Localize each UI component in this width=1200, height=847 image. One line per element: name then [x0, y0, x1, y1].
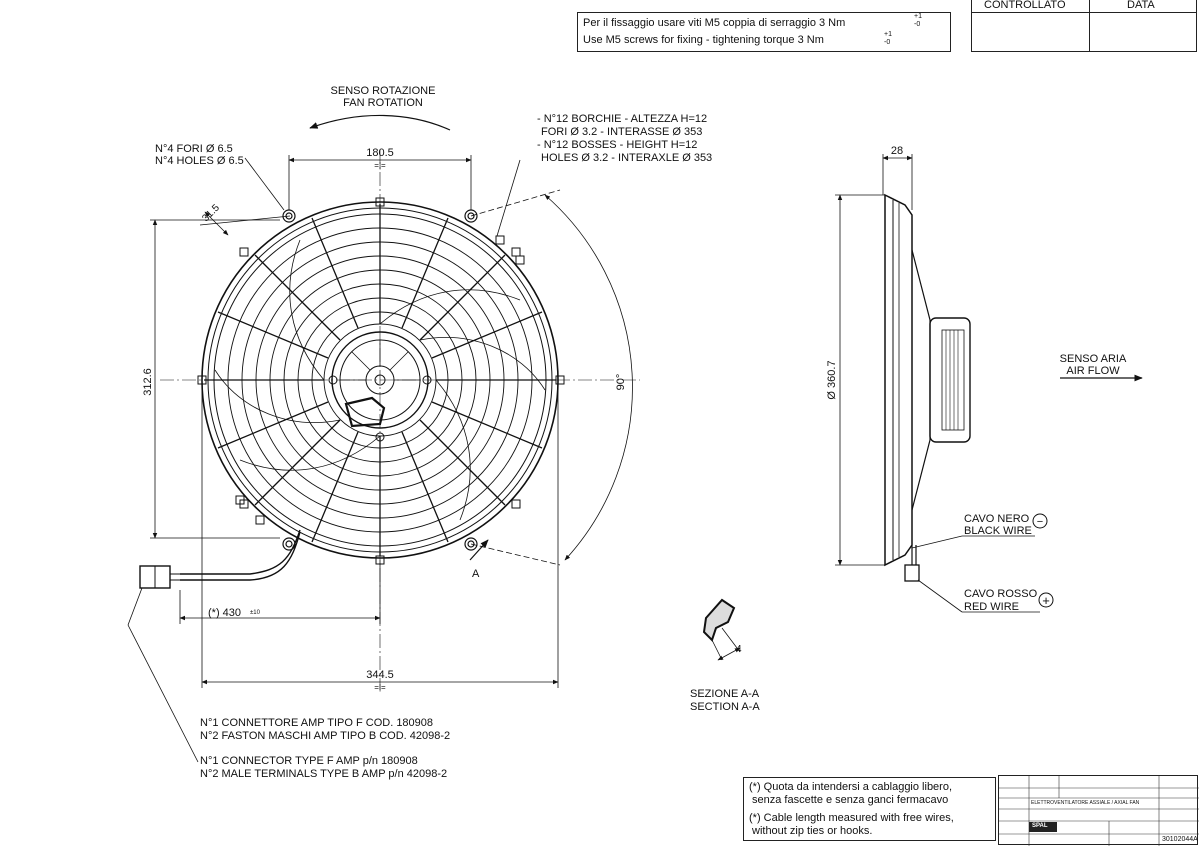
fan-side-view	[835, 154, 1143, 613]
cable-note-en-1: (*) Cable length measured with free wire…	[749, 812, 954, 824]
black-wire-label-it: CAVO NERO	[964, 513, 1030, 525]
fixing-note-it: Per il fissaggio usare viti M5 coppia di…	[583, 17, 846, 29]
fixing-note-en: Use M5 screws for fixing - tightening to…	[583, 34, 824, 46]
connector-note-it-2: N°2 FASTON MASCHI AMP TIPO B COD. 42098-…	[200, 730, 450, 742]
brand-logo: SPAL	[1032, 823, 1048, 829]
section-label-it: SEZIONE A-A	[690, 688, 760, 700]
rotation-arrow	[309, 114, 451, 131]
section-marker: A	[472, 568, 480, 580]
motor-connector-housing	[344, 396, 386, 428]
section-label-en: SECTION A-A	[690, 701, 760, 713]
tol-lower-1: -0	[914, 21, 921, 28]
connector-note-it-1: N°1 CONNETTORE AMP TIPO F COD. 180908	[200, 717, 433, 729]
holes-label-en: N°4 HOLES Ø 6.5	[155, 155, 244, 167]
fan-blades	[214, 239, 546, 521]
dim-depth: 28	[891, 145, 903, 157]
black-wire-label-en: BLACK WIRE	[964, 525, 1032, 537]
front-dimensions	[127, 150, 640, 763]
dim-cable: (*) 430	[208, 607, 241, 619]
plus-icon: +	[1042, 593, 1050, 608]
approval-col-data: DATA	[1127, 0, 1155, 11]
dim-top-sym: =|=	[374, 161, 386, 170]
dim-diameter: Ø 360.7	[826, 360, 838, 399]
connector-note-en-2: N°2 MALE TERMINALS TYPE B AMP p/n 42098-…	[200, 768, 447, 780]
side-view-labels: 28 Ø 360.7 SENSO ARIA AIR FLOW CAVO NERO…	[826, 145, 1127, 613]
title-block: ELETTROVENTILATORE ASSIALE / AXIAL FAN S…	[998, 775, 1199, 846]
connector-note-en-1: N°1 CONNECTOR TYPE F AMP p/n 180908	[200, 755, 418, 767]
dim-top: 180.5	[366, 147, 394, 159]
bosses	[197, 197, 565, 565]
fixing-note-box: Per il fissaggio usare viti M5 coppia di…	[577, 12, 951, 52]
cable-note-it-2: senza fascette e senza ganci fermacavo	[752, 794, 949, 806]
cable	[180, 529, 301, 575]
tol-upper-2: +1	[884, 31, 892, 38]
cable-note-box: (*) Quota da intendersi a cablaggio libe…	[743, 777, 996, 841]
dim-hole-offset: 31.5	[200, 202, 222, 224]
approval-table: CONTROLLATO DATA	[971, 0, 1197, 52]
bosses-label-en-2: HOLES Ø 3.2 - INTERAXLE Ø 353	[541, 152, 712, 164]
bosses-label-en-1: - N°12 BOSSES - HEIGHT H=12	[537, 139, 697, 151]
dim-height: 312.6	[142, 368, 154, 396]
minus-icon: −	[1037, 516, 1043, 528]
red-wire-label-it: CAVO ROSSO	[964, 588, 1038, 600]
title-description: ELETTROVENTILATORE ASSIALE / AXIAL FAN	[1031, 800, 1140, 806]
section-a-a	[702, 598, 741, 661]
motor-side	[929, 317, 971, 443]
tol-lower-2: -0	[884, 39, 891, 46]
red-wire-label-en: RED WIRE	[964, 601, 1019, 613]
fan-front-view	[139, 197, 565, 589]
air-flow-label-it: SENSO ARIA	[1060, 353, 1127, 365]
dim-angle: 90°	[615, 374, 627, 391]
rotation-label-it: SENSO ROTAZIONE	[331, 85, 436, 97]
dim-cable-tol: ±10	[250, 610, 261, 616]
holes-label-it: N°4 FORI Ø 6.5	[155, 143, 233, 155]
connector-notes: N°1 CONNETTORE AMP TIPO F COD. 180908 N°…	[200, 717, 450, 780]
wire-terminal	[904, 564, 920, 582]
section-dim: 4	[736, 644, 742, 655]
section-labels: 4 SEZIONE A-A SECTION A-A	[690, 644, 760, 713]
bosses-label-it-2: FORI Ø 3.2 - INTERASSE Ø 353	[541, 126, 702, 138]
approval-col-controllato: CONTROLLATO	[984, 0, 1066, 11]
tol-upper-1: +1	[914, 13, 922, 20]
dim-width: 344.5	[366, 669, 394, 681]
drawing-number: 30102044A	[1162, 836, 1198, 843]
front-view-labels: SENSO ROTAZIONE FAN ROTATION N°4 FORI Ø …	[142, 85, 712, 692]
cable-note-it-1: (*) Quota da intendersi a cablaggio libe…	[749, 781, 953, 793]
rotation-label-en: FAN ROTATION	[343, 97, 423, 109]
air-flow-label-en: AIR FLOW	[1066, 365, 1120, 377]
dim-width-sym: =|=	[374, 683, 386, 692]
bosses-label-it-1: - N°12 BORCHIE - ALTEZZA H=12	[537, 113, 707, 125]
cable-note-en-2: without zip ties or hooks.	[752, 825, 873, 837]
